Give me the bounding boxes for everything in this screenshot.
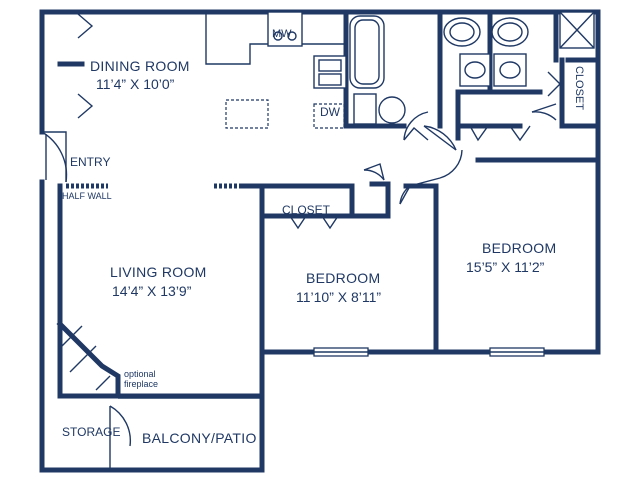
vanity-left <box>353 93 377 125</box>
fireplace-label-1: optional <box>124 369 156 379</box>
bathroom-left <box>349 15 429 141</box>
dining-room-dim: 11’4” X 10’0” <box>96 76 175 92</box>
living-room-dim: 14’4” X 13’9” <box>112 283 192 299</box>
bedroom2-name: BEDROOM <box>482 240 556 256</box>
dishwasher <box>313 103 345 129</box>
balcony-label: BALCONY/PATIO <box>142 430 257 446</box>
hall-doors[interactable] <box>289 103 557 230</box>
closet-bath-label: CLOSET <box>573 66 585 110</box>
bedroom2-dim: 15’5” X 11’2” <box>466 259 545 275</box>
microwave-label: MW <box>272 28 292 40</box>
bedroom1-name: BEDROOM <box>306 270 380 286</box>
toilet-right <box>443 17 481 47</box>
dishwasher-label: DW <box>320 105 341 119</box>
kitchen <box>205 11 347 129</box>
dining-closet-door[interactable] <box>57 13 94 119</box>
kitchen-island <box>225 99 269 129</box>
dining-room-name: DINING ROOM <box>90 58 190 74</box>
entry-door[interactable] <box>41 131 68 183</box>
closet-hall-label: CLOSET <box>282 203 331 217</box>
storage-door[interactable] <box>109 405 132 470</box>
storage-label: STORAGE <box>62 425 120 439</box>
entry-label: ENTRY <box>70 155 110 169</box>
microwave-range <box>267 11 303 47</box>
bathtub <box>349 15 385 89</box>
bedroom1-dim: 11’10” X 8’11” <box>296 289 381 305</box>
outer-walls <box>39 9 601 473</box>
living-room-name: LIVING ROOM <box>110 264 207 280</box>
bathroom-right <box>443 11 595 97</box>
fireplace <box>56 320 121 399</box>
half-wall-label: HALF WALL <box>62 191 112 201</box>
sink-right <box>493 53 527 87</box>
toilet-left <box>378 96 406 124</box>
fireplace-label-2: fireplace <box>124 379 158 389</box>
